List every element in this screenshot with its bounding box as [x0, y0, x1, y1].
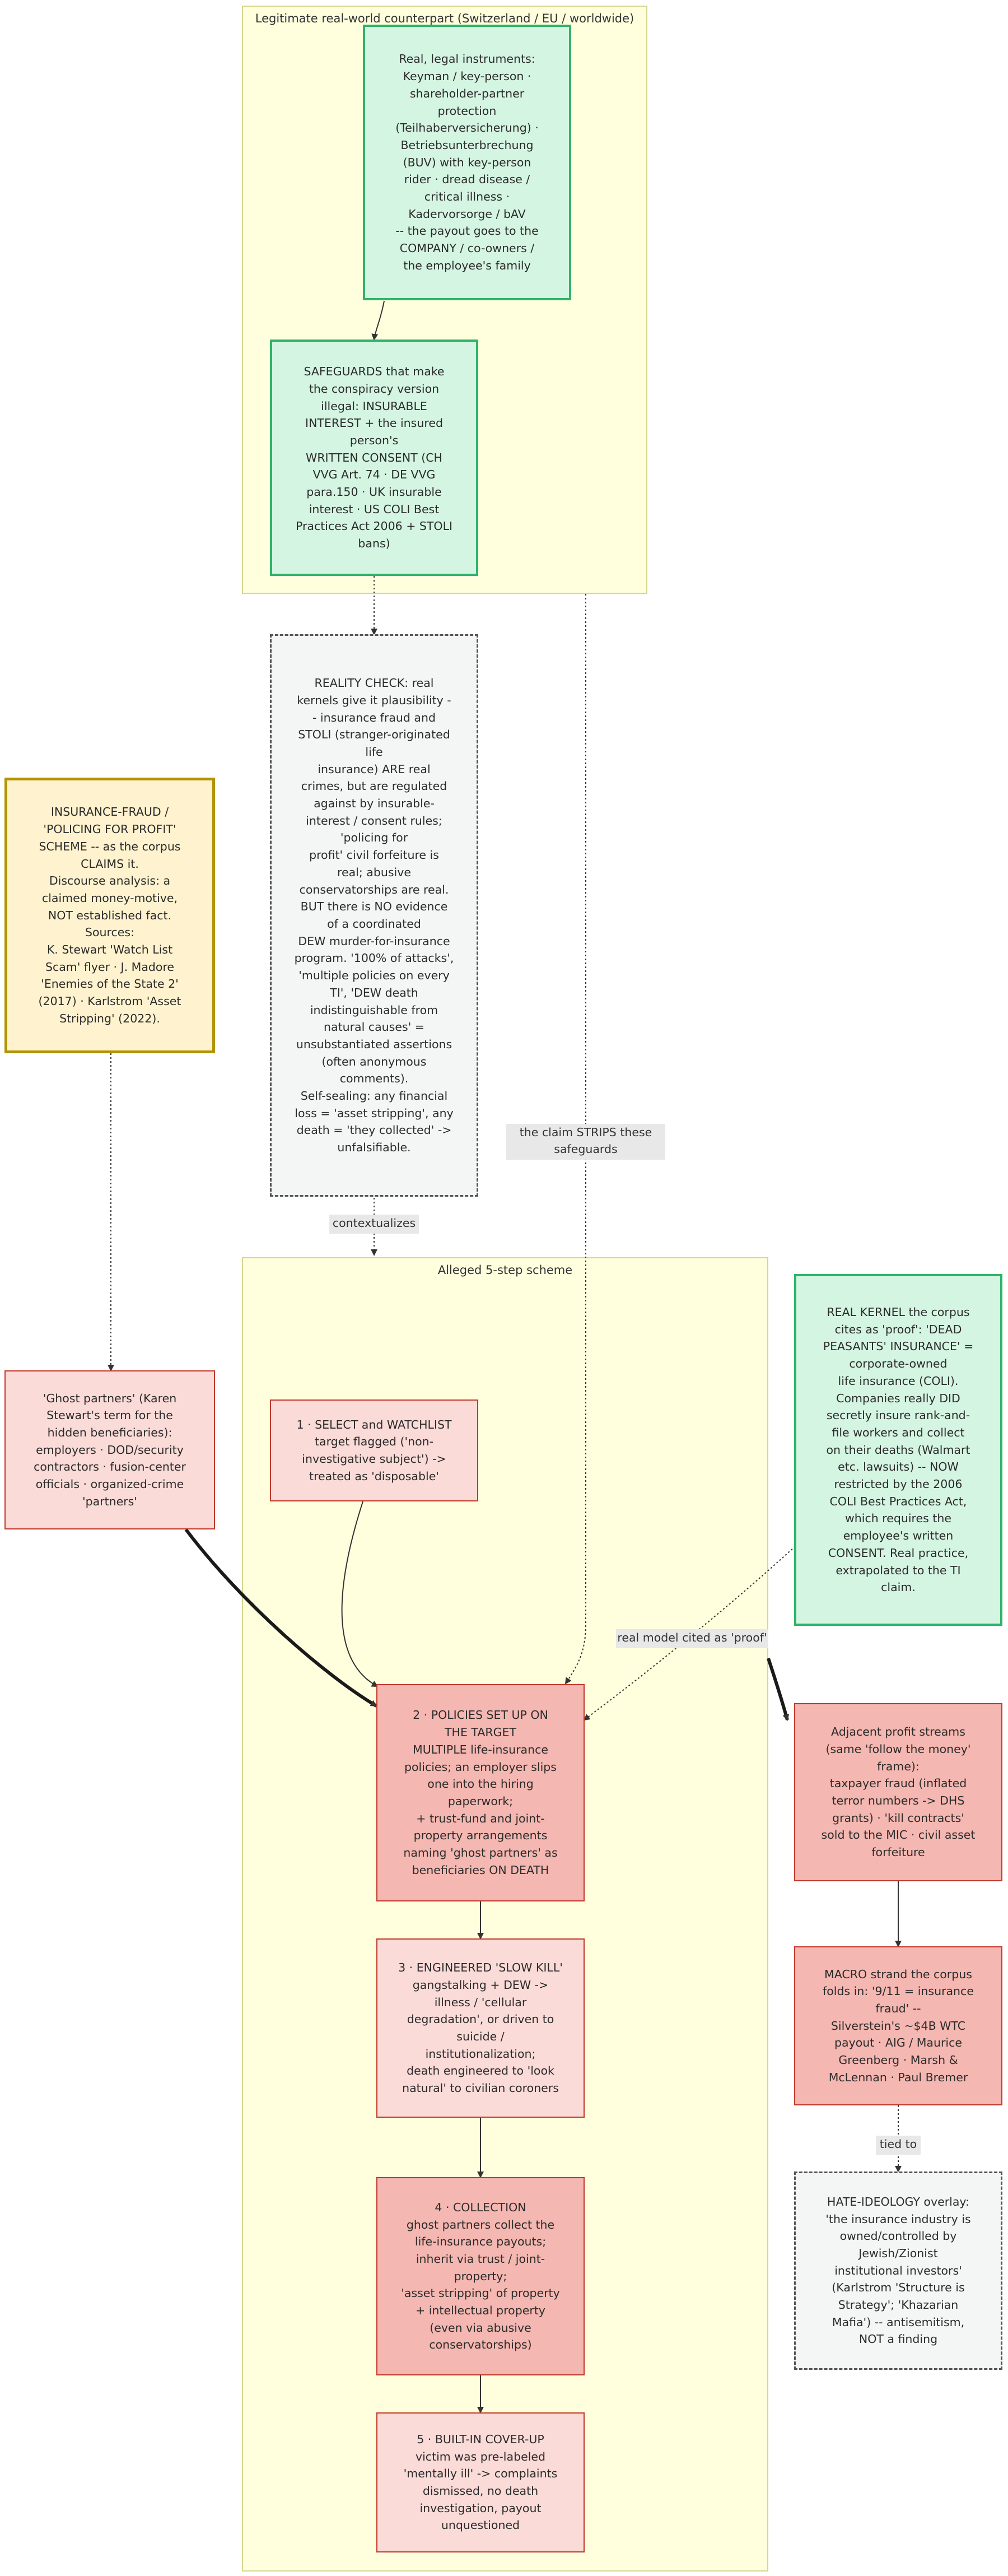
node-real-kernel-text: REAL KERNEL the corpus cites as 'proof':…: [823, 1305, 974, 1594]
node-macro-text: MACRO strand the corpus folds in: '9/11 …: [823, 1967, 974, 2084]
edge-label-strips: the claim STRIPS these safeguards: [506, 1124, 665, 1160]
node-insurance-fraud-text: INSURANCE-FRAUD / 'POLICING FOR PROFIT' …: [38, 805, 181, 1025]
node-ghost-partners: 'Ghost partners' (Karen Stewart's term f…: [4, 1370, 215, 1529]
edge-label-tied-to: tied to: [876, 2136, 921, 2155]
node-real-instruments-text: Real, legal instruments: Keyman / key-pe…: [395, 52, 539, 272]
node-safeguards: SAFEGUARDS that make the conspiracy vers…: [270, 340, 478, 576]
node-macro-strand: MACRO strand the corpus folds in: '9/11 …: [794, 1946, 1002, 2105]
edge-kernel-to-step2: [583, 1546, 796, 1721]
cluster-title-legitimate: Legitimate real-world counterpart (Switz…: [255, 12, 634, 25]
node-step1-text: 1 · SELECT and WATCHLIST target flagged …: [296, 1417, 452, 1483]
edge-step1-to-step2: [341, 1501, 379, 1687]
node-step3-slow-kill: 3 · ENGINEERED 'SLOW KILL' gangstalking …: [376, 1938, 585, 2118]
node-reality-check-text: REALITY CHECK: real kernels give it plau…: [294, 676, 454, 1155]
edge-label-real-model: real model cited as 'proof': [616, 1629, 768, 1648]
node-step4-text: 4 · COLLECTION ghost partners collect th…: [401, 2200, 560, 2352]
node-step4-collection: 4 · COLLECTION ghost partners collect th…: [376, 2177, 585, 2375]
edge-scheme-to-adjacent: [767, 1658, 790, 1721]
node-safeguards-text: SAFEGUARDS that make the conspiracy vers…: [295, 365, 453, 551]
node-step5-cover-up: 5 · BUILT-IN COVER-UP victim was pre-lab…: [376, 2412, 585, 2552]
node-real-kernel-coli: REAL KERNEL the corpus cites as 'proof':…: [794, 1274, 1002, 1626]
node-hate-ideology: HATE-IDEOLOGY overlay: 'the insurance in…: [794, 2172, 1002, 2370]
node-adjacent-text: Adjacent profit streams (same 'follow th…: [821, 1725, 976, 1859]
node-real-instruments: Real, legal instruments: Keyman / key-pe…: [363, 25, 571, 300]
edge-safeguards-to-step2: [564, 594, 586, 1685]
edge-real-to-safeguards: [371, 300, 385, 341]
node-step3-text: 3 · ENGINEERED 'SLOW KILL' gangstalking …: [398, 1961, 563, 2095]
node-adjacent-profit-streams: Adjacent profit streams (same 'follow th…: [794, 1703, 1002, 1881]
node-step2-policies: 2 · POLICIES SET UP ON THE TARGET MULTIP…: [376, 1684, 585, 1901]
node-insurance-fraud-claim: INSURANCE-FRAUD / 'POLICING FOR PROFIT' …: [4, 778, 215, 1053]
cluster-title-scheme: Alleged 5-step scheme: [437, 1263, 573, 1277]
node-step5-text: 5 · BUILT-IN COVER-UP victim was pre-lab…: [403, 2432, 558, 2532]
node-step1-select-watchlist: 1 · SELECT and WATCHLIST target flagged …: [270, 1399, 478, 1501]
edge-label-contextualizes: contextualizes: [329, 1215, 419, 1234]
edge-ghost-to-step2: [184, 1528, 377, 1708]
node-reality-check: REALITY CHECK: real kernels give it plau…: [270, 634, 478, 1197]
node-ghost-partners-text: 'Ghost partners' (Karen Stewart's term f…: [34, 1391, 186, 1508]
node-step2-text: 2 · POLICIES SET UP ON THE TARGET MULTIP…: [403, 1708, 558, 1877]
node-hate-text: HATE-IDEOLOGY overlay: 'the insurance in…: [825, 2194, 971, 2346]
